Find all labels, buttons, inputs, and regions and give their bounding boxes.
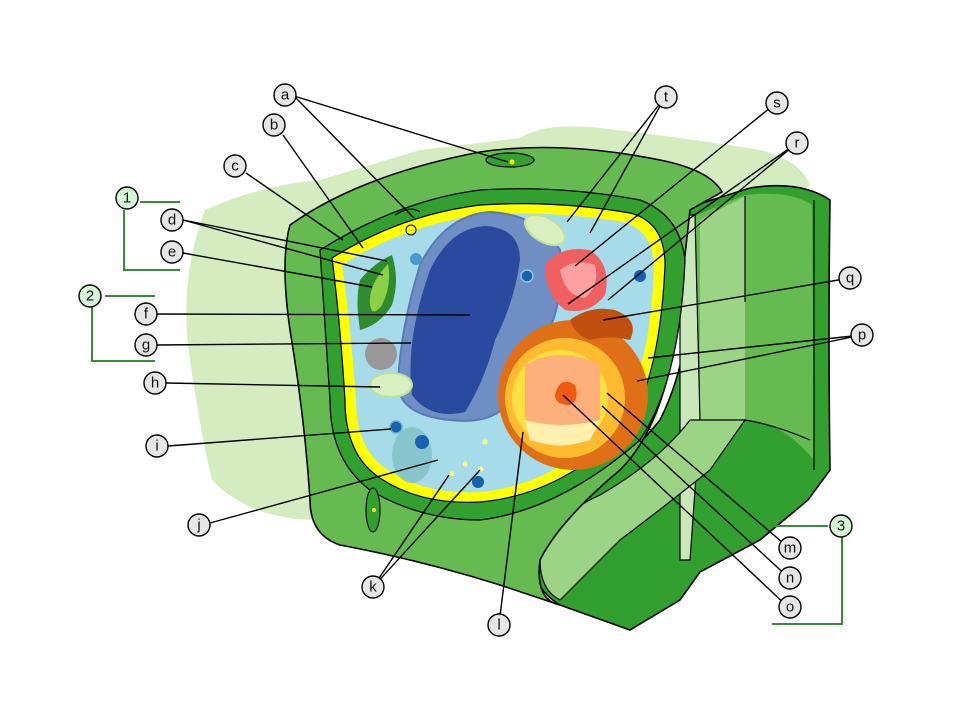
label-k: k bbox=[361, 575, 385, 599]
chloroplast bbox=[357, 255, 396, 330]
svg-text:a: a bbox=[281, 87, 290, 104]
svg-text:f: f bbox=[144, 306, 149, 323]
label-c: c bbox=[223, 154, 247, 178]
svg-text:o: o bbox=[786, 599, 794, 616]
label-n: n bbox=[778, 566, 802, 590]
label-h: h bbox=[143, 371, 167, 395]
label-j: j bbox=[187, 513, 211, 537]
grey-organelle bbox=[365, 338, 397, 370]
label-l: l bbox=[487, 613, 511, 637]
svg-text:p: p bbox=[858, 327, 866, 344]
label-a: a bbox=[273, 83, 297, 107]
svg-text:r: r bbox=[795, 135, 800, 152]
vacuole-er-complex bbox=[498, 308, 648, 470]
label-f: f bbox=[134, 302, 158, 326]
label-e: e bbox=[160, 240, 184, 264]
vesicle-ring bbox=[520, 269, 534, 283]
svg-text:1: 1 bbox=[123, 190, 131, 207]
svg-text:q: q bbox=[846, 270, 854, 287]
mitochondrion-top bbox=[524, 213, 566, 247]
label-d: d bbox=[160, 208, 184, 232]
leader-lines bbox=[156, 95, 863, 625]
label-m: m bbox=[778, 536, 802, 560]
pit-field bbox=[485, 152, 535, 168]
label-q: q bbox=[838, 266, 862, 290]
label-b: b bbox=[262, 113, 286, 137]
svg-text:s: s bbox=[773, 95, 781, 112]
svg-text:n: n bbox=[786, 570, 794, 587]
svg-text:k: k bbox=[369, 579, 377, 596]
svg-text:e: e bbox=[168, 244, 176, 261]
svg-text:l: l bbox=[497, 617, 500, 634]
group-label-3: 3 bbox=[829, 514, 853, 538]
mitochondrion-left bbox=[369, 372, 413, 398]
svg-text:3: 3 bbox=[837, 518, 845, 535]
svg-text:j: j bbox=[196, 517, 200, 534]
peroxisome bbox=[389, 420, 403, 434]
svg-text:g: g bbox=[142, 337, 150, 354]
label-o: o bbox=[778, 595, 802, 619]
svg-text:d: d bbox=[168, 212, 176, 229]
group-labels: 1 2 3 bbox=[78, 186, 853, 538]
svg-text:c: c bbox=[231, 158, 239, 175]
svg-text:h: h bbox=[151, 375, 159, 392]
label-t: t bbox=[654, 85, 678, 109]
label-g: g bbox=[134, 333, 158, 357]
label-i: i bbox=[145, 434, 169, 458]
svg-text:t: t bbox=[664, 89, 669, 106]
vacuole bbox=[392, 427, 432, 483]
golgi-apparatus bbox=[545, 249, 607, 311]
group-brackets bbox=[91, 201, 843, 625]
group-label-2: 2 bbox=[78, 284, 102, 308]
svg-text:2: 2 bbox=[86, 288, 94, 305]
svg-text:i: i bbox=[155, 438, 158, 455]
svg-text:b: b bbox=[270, 117, 278, 134]
label-r: r bbox=[785, 131, 809, 155]
label-s: s bbox=[765, 91, 789, 115]
labels: a b c d e f g h i j k l m n o p q r s t bbox=[134, 83, 874, 637]
vesicle-dark-2 bbox=[472, 476, 484, 488]
group-label-1: 1 bbox=[115, 186, 139, 210]
plasmodesma bbox=[394, 208, 421, 216]
svg-text:m: m bbox=[784, 540, 797, 557]
vesicle bbox=[410, 253, 422, 265]
vesicle-dark bbox=[415, 435, 429, 449]
vesicle-edge bbox=[634, 270, 646, 282]
label-p: p bbox=[850, 323, 874, 347]
